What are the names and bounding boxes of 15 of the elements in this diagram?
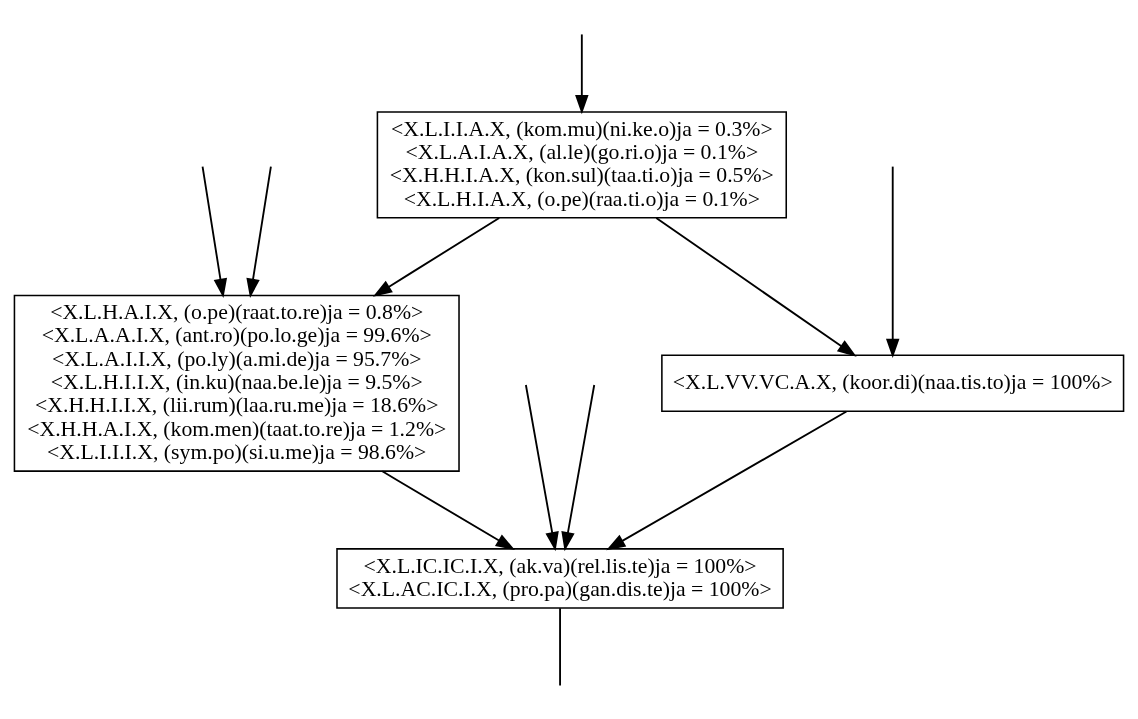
node-box: <X.L.H.A.I.X, (o.pe)(raat.to.re)ja = 0.8%> <X.L.A.A.I.X, (ant.ro)(po.lo.ge)ja = 99.6%> <X.L.A.I.I.X, (po.ly)(a.mi.de)ja = 95.7%> <X.L.H.I.I.X, (in.ku)(naa.be.le)ja = 9.5%> <X.H.H.I.I.X, (lii.rum)(laa.ru.me)ja = 18.6%> <X.H.H.A.I.X, (kom.men)(taat.to.re)ja = 1.2%> <X.L.I.I.I.X, (sym.po)(si.u.me)ja = 98.6%> bbox=[13, 294, 460, 472]
arrow bbox=[381, 469, 515, 550]
arrow bbox=[372, 216, 501, 297]
node-box: <X.L.IC.IC.I.X, (ak.va)(rel.lis.te)ja = 100%> <X.L.AC.IC.I.X, (pro.pa)(gan.dis.te)ja = 100%> bbox=[336, 547, 784, 609]
node-box: <X.L.VV.VC.A.X, (koor.di)(naa.tis.to)ja = 100%> bbox=[661, 354, 1125, 412]
arrow bbox=[575, 33, 589, 114]
connector bbox=[559, 606, 561, 686]
arrow bbox=[524, 383, 559, 551]
arrow bbox=[606, 410, 848, 550]
arrow bbox=[885, 165, 900, 358]
node-box: <X.L.I.I.A.X, (kom.mu)(ni.ke.o)ja = 0.3%> <X.L.A.I.A.X, (al.le)(go.ri.o)ja = 0.1%> <X.H.H.I.A.X, (kon.sul)(taa.ti.o)ja = 0.5%> <X.L.H.I.A.X, (o.pe)(raa.ti.o)ja = 0.1%> bbox=[376, 110, 787, 219]
arrow bbox=[561, 383, 596, 551]
arrow bbox=[246, 165, 272, 298]
arrow bbox=[655, 216, 857, 357]
arrow bbox=[201, 165, 228, 298]
